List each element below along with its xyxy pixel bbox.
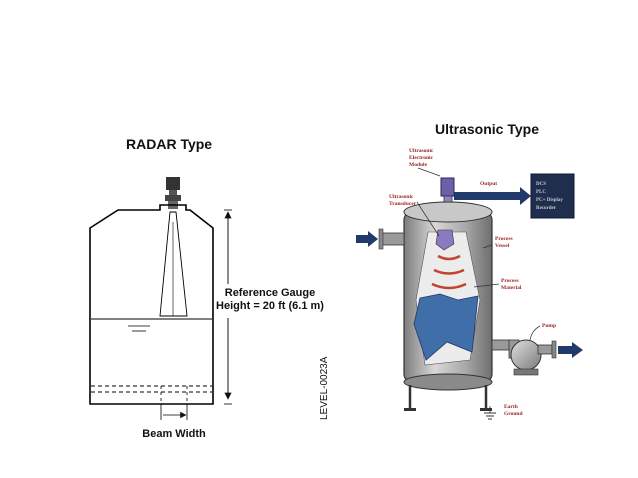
vessel-label-2: Vessel — [495, 243, 510, 249]
vessel-leader — [482, 244, 493, 249]
destination-plc: PLC — [536, 190, 546, 195]
gauge-height-label: Height = 20 ft (6.1 m) — [216, 300, 324, 312]
module-leader — [417, 167, 441, 177]
pump-label: Pump — [542, 323, 556, 329]
destination-pc-display: PC+ Display — [536, 198, 563, 203]
pump-outlet-pipe — [537, 344, 553, 355]
process-material — [413, 293, 479, 361]
beam-width-label: Beam Width — [142, 428, 206, 440]
outlet-nozzle — [491, 339, 511, 351]
pump-outlet-flange — [551, 340, 557, 359]
module-label-3: Module — [409, 162, 428, 168]
sound-wave-3 — [431, 282, 467, 290]
ultrasonic-type-title: Ultrasonic Type — [435, 121, 539, 137]
transducer-leader — [416, 201, 440, 237]
transducer-label-2: Transducer — [389, 201, 417, 207]
inlet-flange — [378, 228, 384, 250]
leg-foot-right — [480, 408, 492, 411]
dcs-output-box — [530, 173, 575, 219]
output-arrow — [454, 187, 531, 205]
radar-sensor-flange — [165, 195, 181, 201]
destination-recorder: Recorder — [536, 206, 557, 211]
material-leader — [473, 283, 500, 288]
module-label-2: Electronic — [409, 155, 434, 161]
radar-sensor-neck — [169, 190, 177, 195]
module-label-1: Ultrasonic — [409, 148, 434, 154]
figure-code-label: LEVEL-0023A — [319, 356, 330, 420]
inlet-nozzle — [380, 232, 405, 246]
vessel-bottom-dome — [403, 373, 493, 391]
ultrasonic-vessel-diagram: Ultrasonic Electronic Module Ultrasonic … — [356, 148, 583, 420]
material-label-1: Process — [501, 278, 519, 284]
pump-base — [513, 368, 539, 376]
leg-foot-left — [404, 408, 416, 411]
vessel-top-dome — [403, 201, 493, 223]
vessel-label-1: Process — [495, 236, 513, 242]
earth-ground-label-1: Earth — [504, 404, 518, 410]
transducer-label-1: Ultrasonic — [389, 194, 414, 200]
destination-dcs: DCS — [536, 182, 546, 187]
inlet-arrow — [356, 231, 378, 247]
material-label-2: Material — [501, 285, 522, 291]
ultrasonic-transducer — [435, 229, 455, 251]
radar-tank-outline — [89, 204, 214, 405]
radar-type-title: RADAR Type — [126, 136, 213, 152]
radar-beam — [159, 211, 188, 317]
sound-wave-2 — [433, 268, 465, 275]
reference-gauge-label: Reference Gauge — [225, 287, 315, 299]
output-label: Output — [480, 181, 497, 187]
pump-outlet-arrow — [558, 342, 583, 358]
sound-wave-1 — [437, 254, 461, 261]
pump-body — [510, 339, 542, 371]
radar-tank-diagram: Reference Gauge Height = 20 ft (6.1 m) B… — [89, 177, 330, 440]
radar-sensor-head — [166, 177, 180, 190]
pump-leader — [529, 325, 541, 341]
electronic-module-box — [440, 177, 455, 197]
earth-ground-label-2: Ground — [504, 411, 523, 417]
